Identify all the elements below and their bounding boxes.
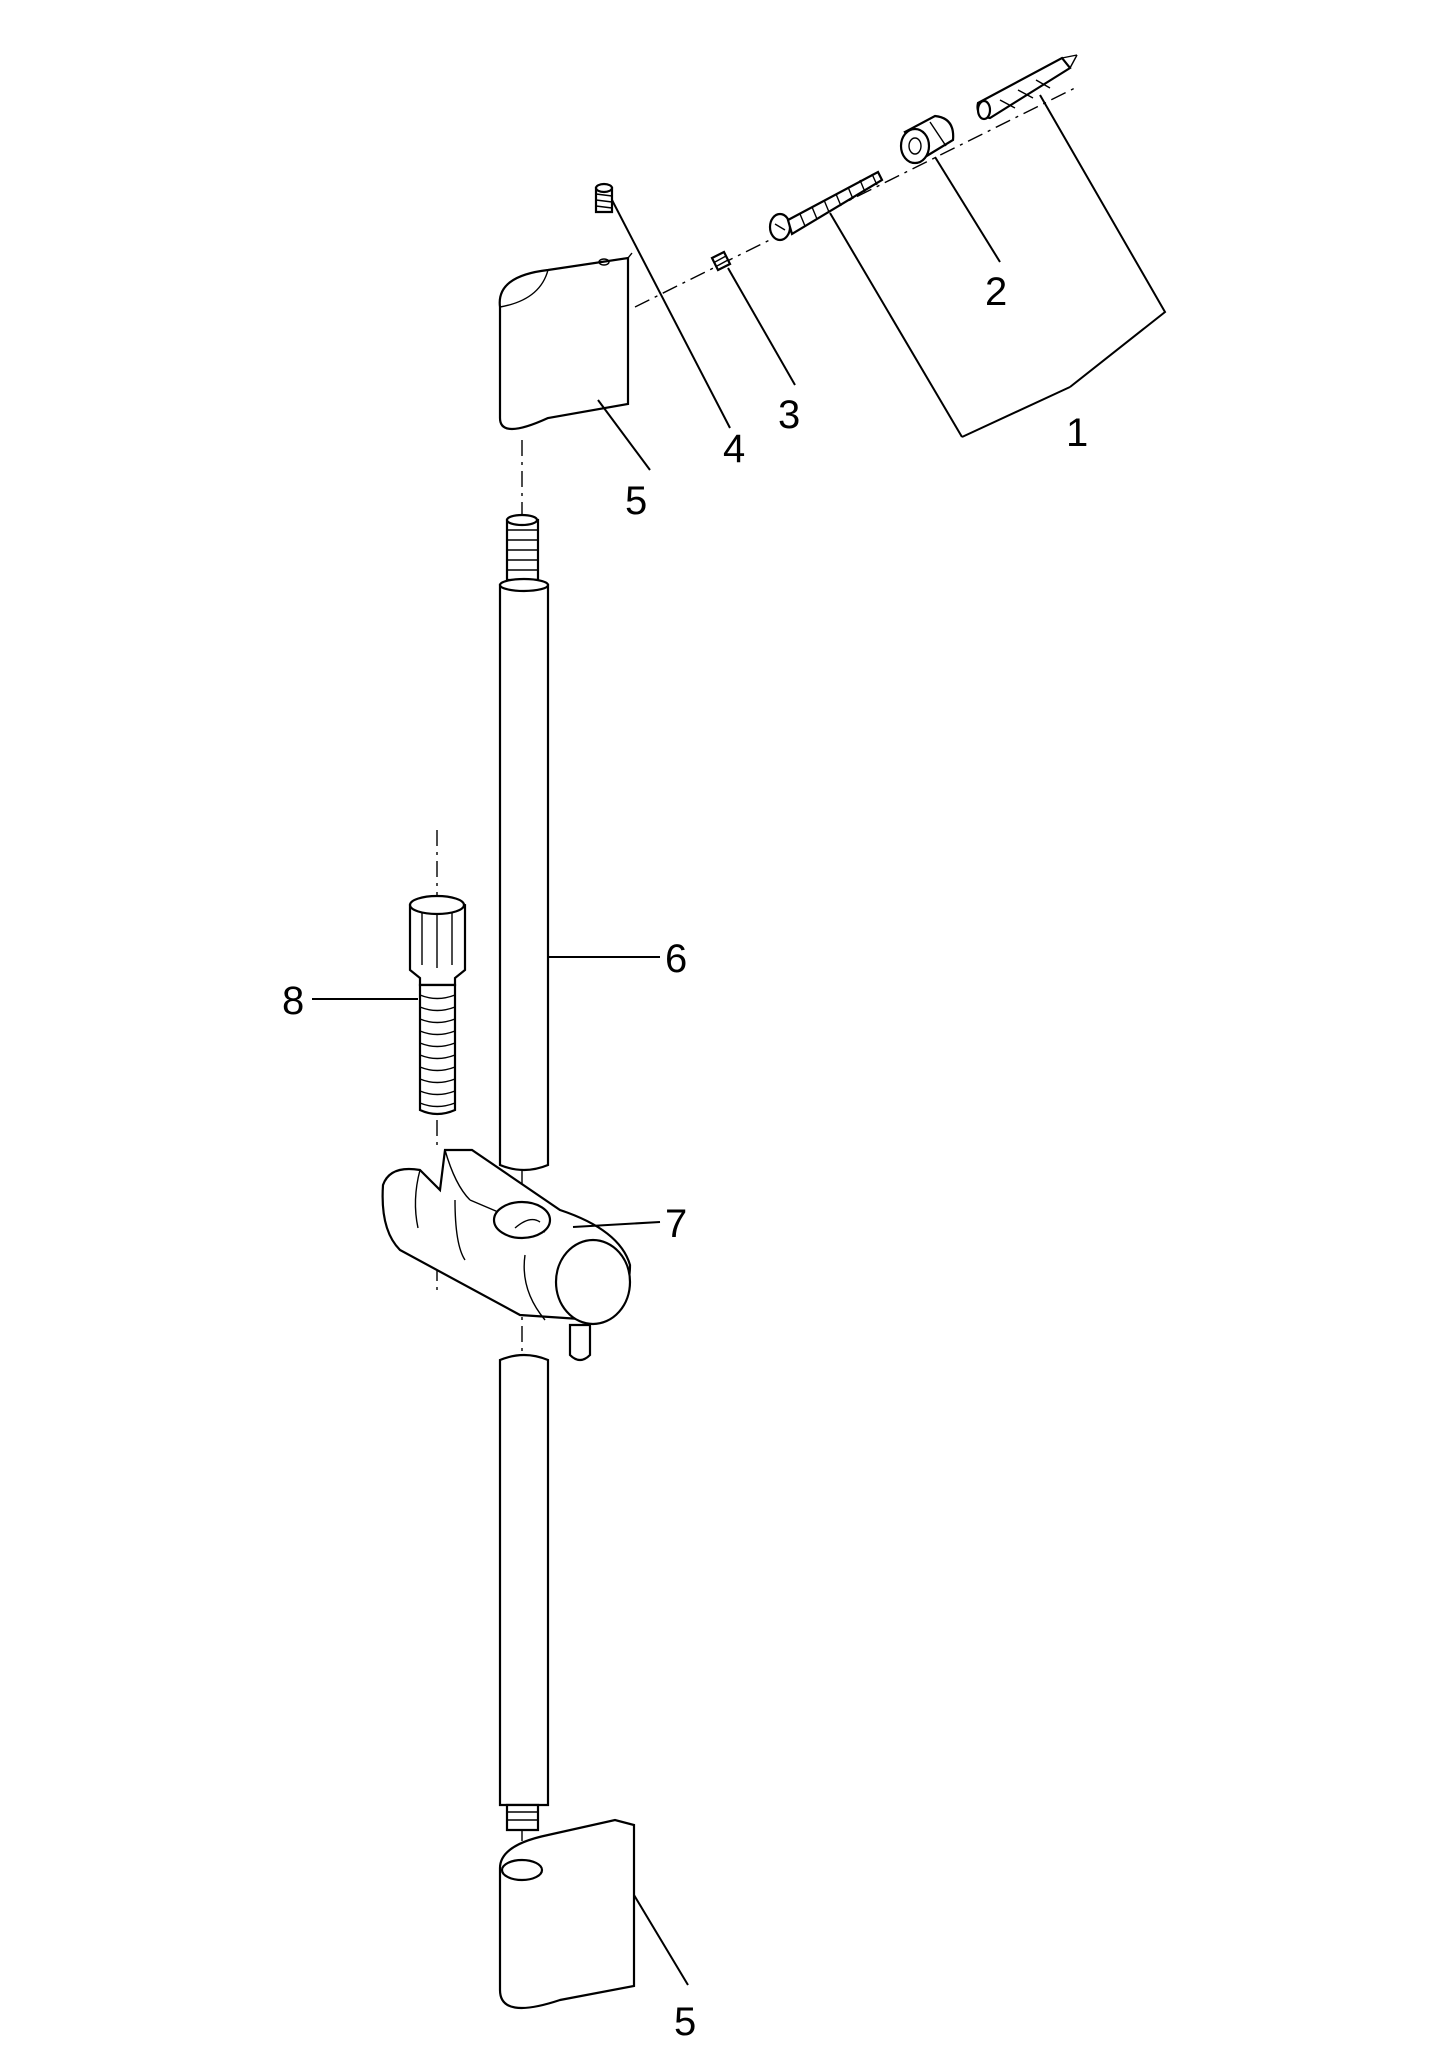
leader-lines — [312, 94, 1167, 1986]
rail-lower-part-6 — [498, 1353, 550, 1832]
bottom-bracket-part-5 — [498, 1818, 636, 2010]
rail-upper-part-6 — [498, 513, 550, 1172]
label-part-5-bottom: 5 — [674, 2000, 696, 2044]
set-screw-part-4 — [594, 182, 614, 214]
label-part-5-top: 5 — [625, 479, 647, 523]
label-part-4: 4 — [723, 427, 745, 471]
grub-screw — [710, 250, 732, 272]
label-part-1: 1 — [1066, 411, 1088, 455]
screw-part-3 — [768, 170, 884, 242]
label-part-8: 8 — [282, 979, 304, 1023]
slider-holder-part-7 — [381, 1148, 632, 1362]
part-labels: 1 2 3 4 5 6 7 8 5 — [282, 270, 1088, 2044]
label-part-2: 2 — [985, 270, 1007, 314]
spacer-sleeve-part-2 — [899, 114, 955, 165]
top-bracket-part-5 — [498, 252, 633, 430]
label-part-6: 6 — [665, 937, 687, 981]
wall-plug-part-1 — [976, 54, 1078, 121]
label-part-7: 7 — [665, 1202, 687, 1246]
label-part-3: 3 — [778, 393, 800, 437]
hose-connector-part-8 — [408, 894, 467, 1116]
